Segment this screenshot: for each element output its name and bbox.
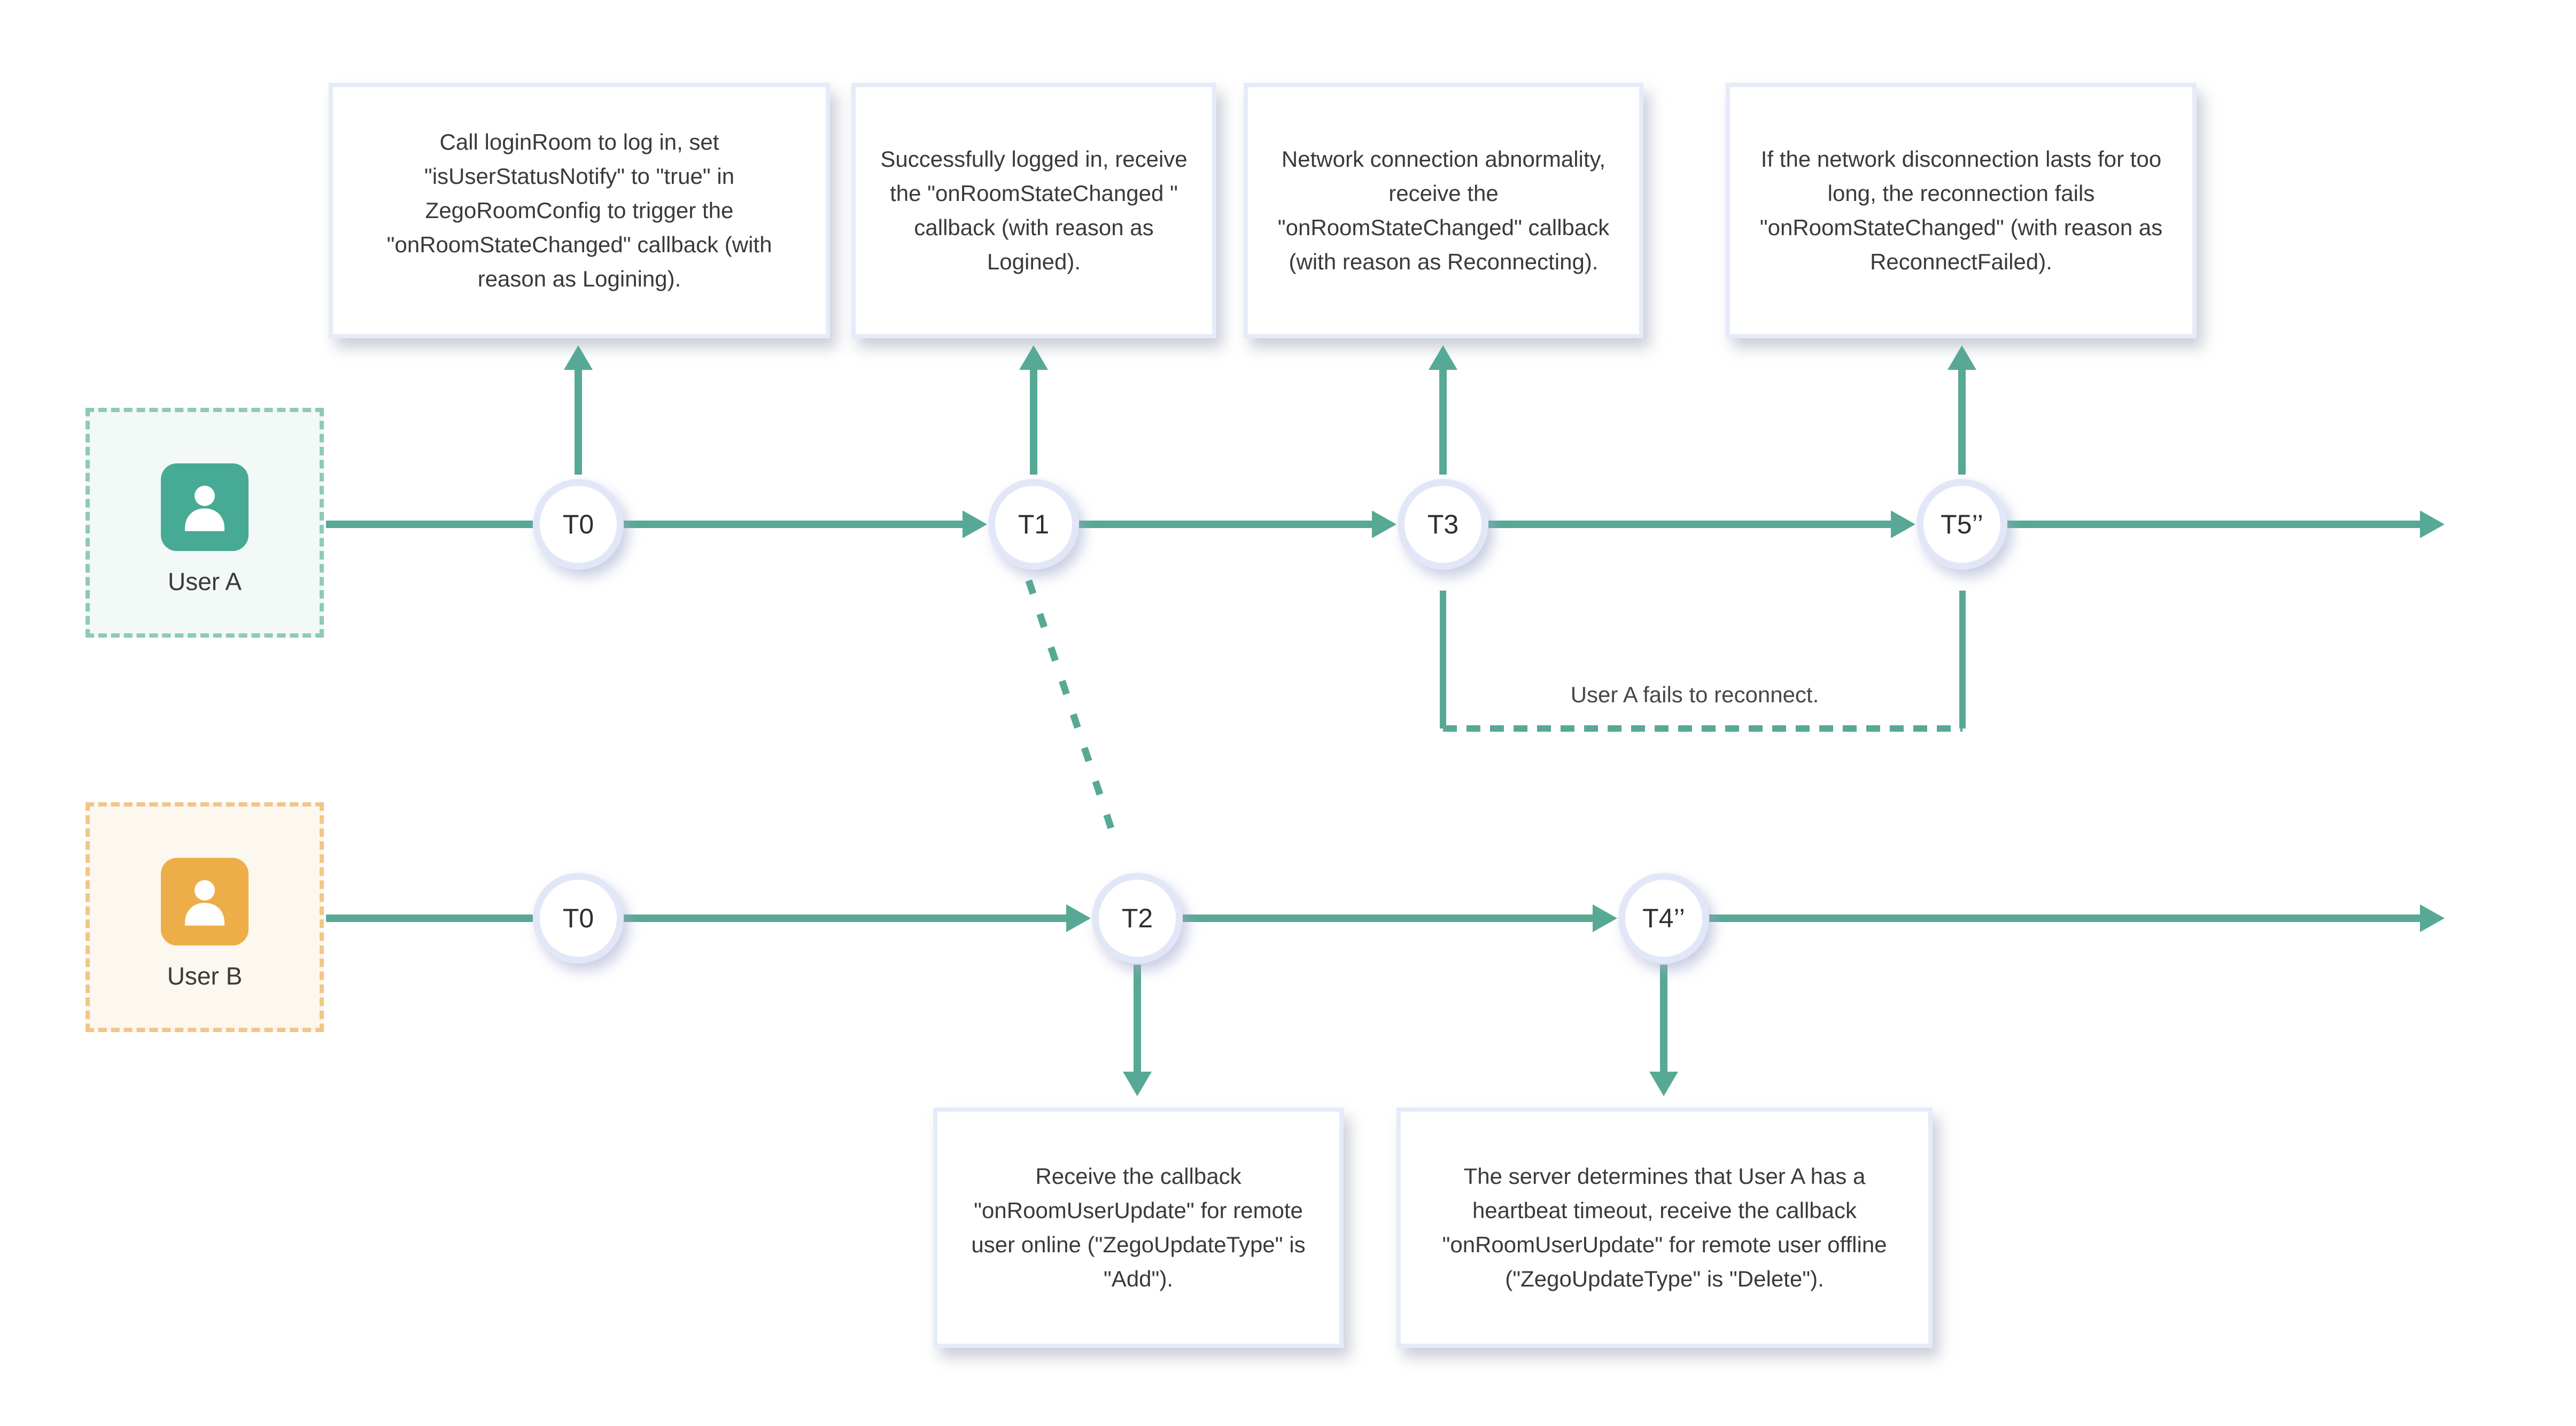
- arrowhead-up-icon: [1429, 345, 1457, 370]
- timeline-b-segment-1: [326, 914, 533, 922]
- callout-logined-text: Successfully logged in, receive the "onR…: [880, 146, 1188, 274]
- user-a-avatar: [161, 463, 249, 551]
- timeline-a-segment-3: [1079, 521, 1372, 528]
- callout-reconnect-failed: If the network disconnection lasts for t…: [1726, 83, 2197, 338]
- node-b-t4-label: T4’’: [1642, 903, 1685, 933]
- user-a-label: User A: [167, 568, 242, 595]
- arrowhead-up-icon: [1019, 345, 1048, 370]
- arrow-b-t2-down: [1134, 965, 1141, 1072]
- node-a-t3-label: T3: [1427, 509, 1459, 539]
- arrow-a-t3-up: [1439, 369, 1447, 475]
- timeline-b-segment-2: [624, 914, 1066, 922]
- user-b-avatar: [161, 858, 249, 945]
- node-b-t2: T2: [1092, 873, 1183, 964]
- timeline-a-segment-2: [624, 521, 963, 528]
- arrowhead-right-icon: [2420, 904, 2445, 932]
- callout-user-online-text: Receive the callback "onRoomUserUpdate" …: [971, 1164, 1306, 1291]
- callout-reconnecting-text: Network connection abnormality, receive …: [1277, 146, 1610, 274]
- node-a-t0: T0: [533, 479, 624, 570]
- user-b-box: User B: [86, 802, 324, 1032]
- arrowhead-right-icon: [1593, 904, 1617, 932]
- callout-user-offline: The server determines that User A has a …: [1396, 1107, 1933, 1348]
- node-b-t0: T0: [533, 873, 624, 964]
- arrowhead-down-icon: [1649, 1072, 1678, 1096]
- callout-user-online: Receive the callback "onRoomUserUpdate" …: [933, 1107, 1344, 1348]
- node-b-t4: T4’’: [1618, 873, 1709, 964]
- bracket-right-line: [1959, 591, 1966, 728]
- arrowhead-right-icon: [1372, 510, 1396, 538]
- user-icon: [185, 880, 224, 926]
- node-b-t0-label: T0: [562, 903, 594, 933]
- callout-logining: Call loginRoom to log in, set "isUserSta…: [329, 83, 830, 338]
- user-b-label: User B: [167, 962, 243, 990]
- arrowhead-right-icon: [963, 510, 987, 538]
- arrowhead-up-icon: [564, 345, 593, 370]
- reconnect-fail-label: User A fails to reconnect.: [1570, 682, 1819, 707]
- callout-logined: Successfully logged in, receive the "onR…: [851, 83, 1216, 338]
- bracket-left-line: [1440, 591, 1446, 728]
- arrowhead-right-icon: [2420, 510, 2445, 538]
- timeline-b-segment-3: [1183, 914, 1593, 922]
- callout-user-offline-text: The server determines that User A has a …: [1442, 1164, 1887, 1291]
- node-b-t2-label: T2: [1121, 903, 1153, 933]
- user-a-box: User A: [86, 408, 324, 638]
- node-a-t5: T5’’: [1917, 479, 2007, 570]
- arrowhead-down-icon: [1123, 1072, 1152, 1096]
- bracket-dashed-line: [1443, 725, 1962, 732]
- arrowhead-up-icon: [1947, 345, 1976, 370]
- timeline-a-segment-5: [2007, 521, 2420, 528]
- node-a-t5-label: T5’’: [1941, 509, 1983, 539]
- arrow-a-t1-up: [1030, 369, 1037, 475]
- node-a-t3: T3: [1398, 479, 1488, 570]
- dashed-connector-t1-t2: [1025, 579, 1118, 840]
- arrow-b-t4-down: [1660, 965, 1667, 1072]
- node-a-t1-label: T1: [1018, 509, 1050, 539]
- callout-reconnect-failed-text: If the network disconnection lasts for t…: [1759, 146, 2163, 274]
- node-a-t1: T1: [988, 479, 1079, 570]
- callout-reconnecting: Network connection abnormality, receive …: [1244, 83, 1643, 338]
- timeline-a-segment-1: [326, 521, 533, 528]
- timeline-a-segment-4: [1488, 521, 1891, 528]
- arrowhead-right-icon: [1891, 510, 1915, 538]
- arrow-a-t5-up: [1958, 369, 1966, 475]
- arrowhead-right-icon: [1066, 904, 1091, 932]
- node-a-t0-label: T0: [562, 509, 594, 539]
- callout-logining-text: Call loginRoom to log in, set "isUserSta…: [386, 129, 772, 291]
- arrow-a-t0-up: [575, 369, 582, 475]
- user-icon: [185, 485, 224, 531]
- timeline-b-segment-4: [1709, 914, 2420, 922]
